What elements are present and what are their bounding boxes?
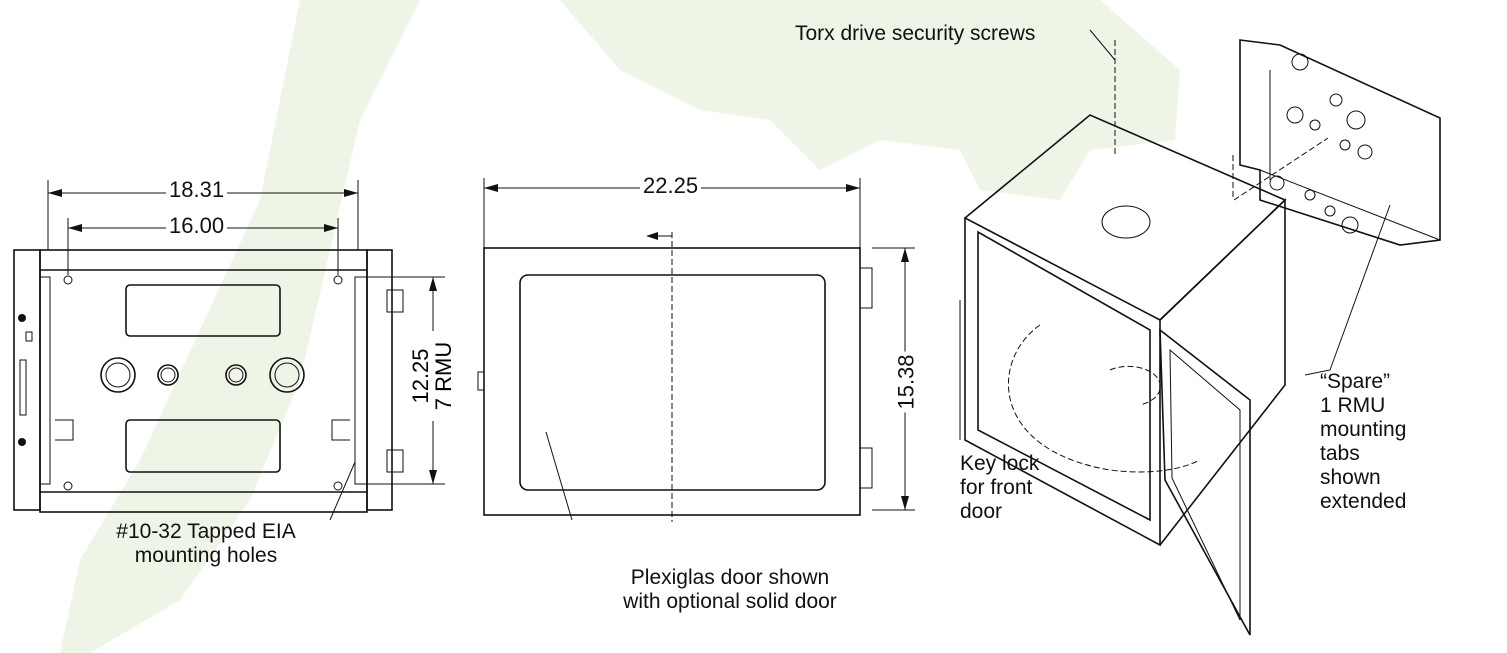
mounting-holes-callout: #10-32 Tapped EIA mounting holes xyxy=(86,520,326,568)
torx-screws-callout: Torx drive security screws xyxy=(795,22,1036,45)
callout-line: mounting holes xyxy=(134,544,278,567)
dim-width-mount: 16.00 xyxy=(166,214,228,238)
watermark-shape xyxy=(60,0,1180,653)
callout-line: Plexiglas door shown xyxy=(630,566,830,589)
spare-tabs-callout: “Spare” 1 RMU mounting tabs shown extend… xyxy=(1320,370,1406,514)
callout-line: tabs xyxy=(1320,442,1360,465)
dim-depth: 22.25 xyxy=(640,174,702,198)
isometric-view xyxy=(959,29,1441,636)
callout-line: for front xyxy=(960,476,1033,499)
dim-width-outer: 18.31 xyxy=(166,178,228,202)
callout-line: door xyxy=(960,500,1003,523)
callout-line: “Spare” xyxy=(1320,370,1391,393)
dim-height-rmu: 7 RMU xyxy=(431,341,456,411)
callout-line: mounting xyxy=(1320,418,1407,441)
callout-line: Key lock xyxy=(960,452,1040,475)
callout-line: extended xyxy=(1320,490,1407,513)
callout-line: with optional solid door xyxy=(623,590,837,613)
callout-line: #10-32 Tapped EIA xyxy=(116,520,296,543)
callout-line: shown xyxy=(1320,466,1381,489)
door-callout: Plexiglas door shown with optional solid… xyxy=(600,566,860,614)
dim-height-front: 12.25 7 RMU xyxy=(408,331,457,421)
side-view xyxy=(477,178,915,522)
dim-height-side: 15.38 xyxy=(894,351,919,413)
callout-line: 1 RMU xyxy=(1320,394,1386,417)
dim-height-value: 12.25 xyxy=(408,348,433,404)
key-lock-callout: Key lock for front door xyxy=(960,452,1039,524)
